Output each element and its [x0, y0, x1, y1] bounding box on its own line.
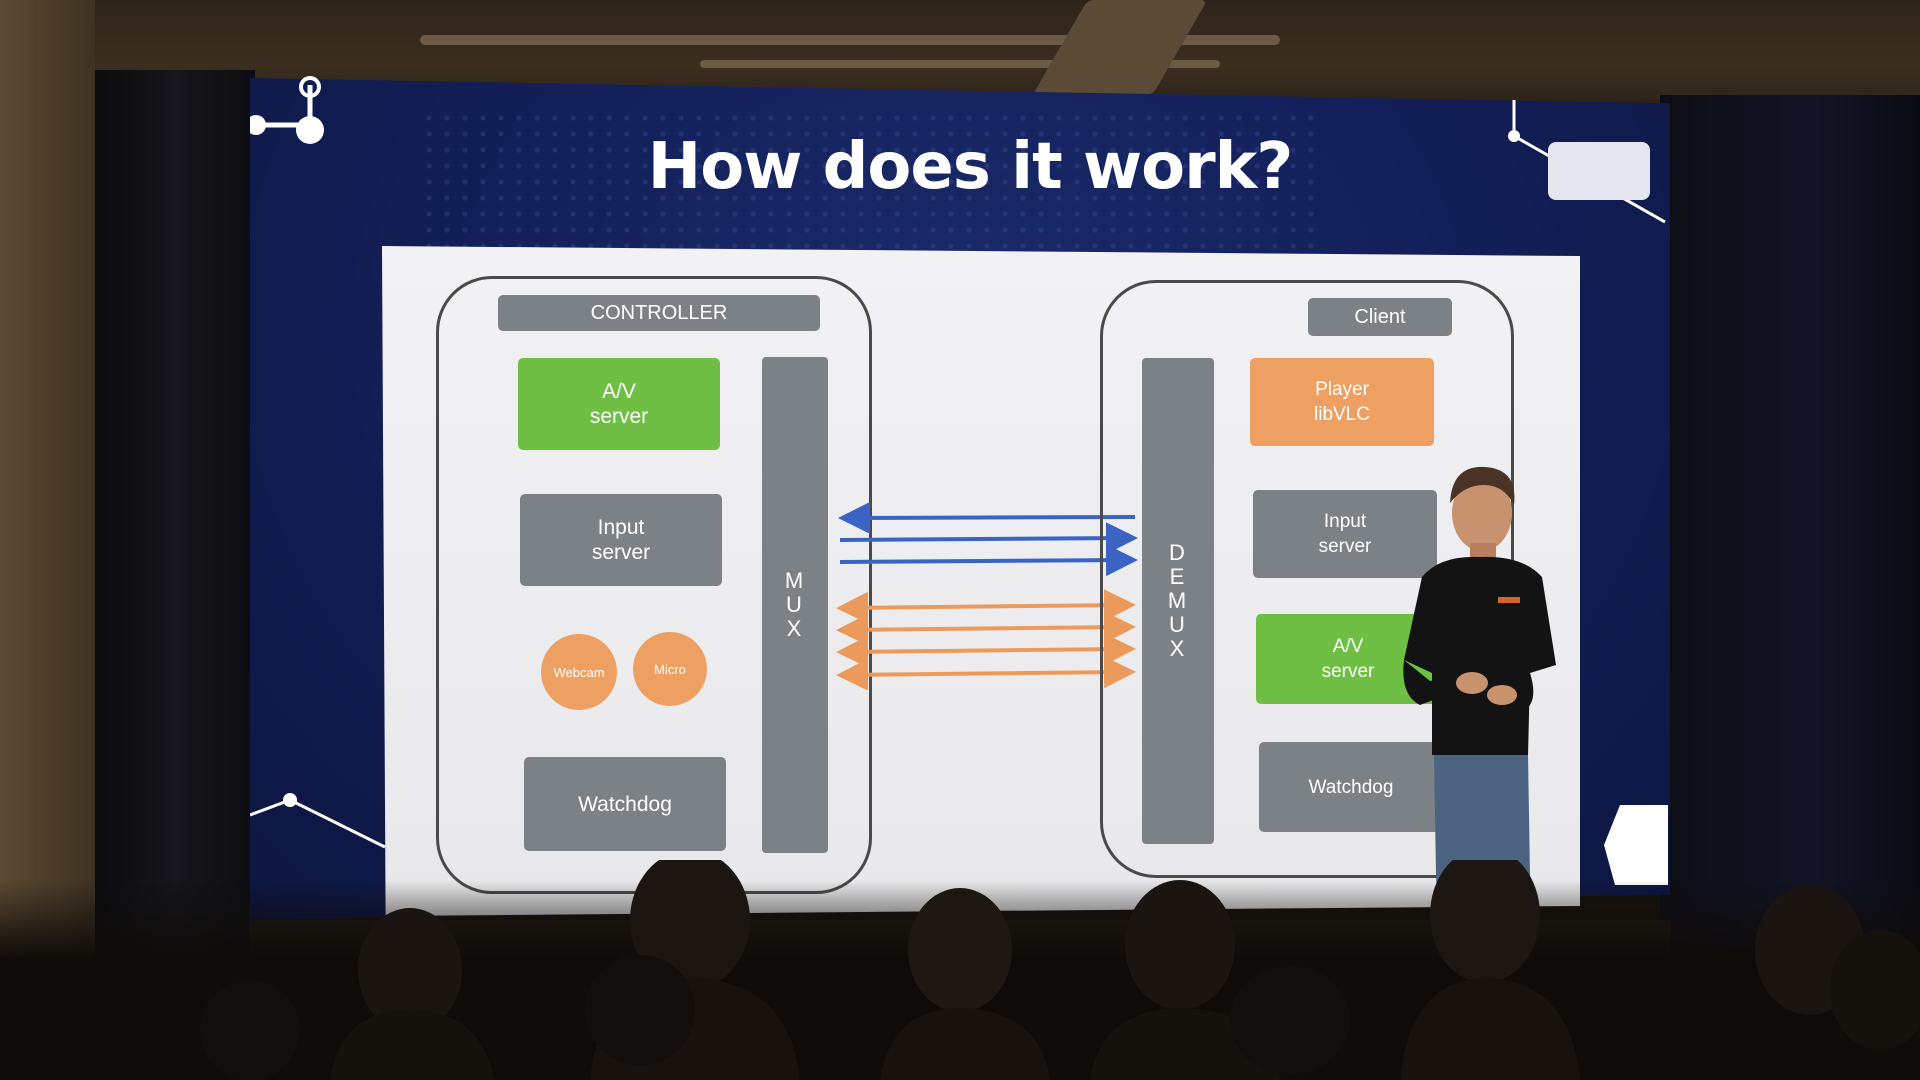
- client-player-label-2: libVLC: [1314, 404, 1370, 425]
- controller-av-server-label-1: A/V: [602, 380, 636, 403]
- blue-arrow-right: [839, 522, 1138, 555]
- webcam-label: Webcam: [553, 664, 605, 680]
- orange-arrow-bidirectional: [836, 611, 1136, 646]
- mux-label: MUX: [784, 568, 806, 641]
- client-watchdog-label: Watchdog: [1308, 776, 1394, 798]
- ceiling-beam: [1032, 0, 1208, 95]
- client-player-block: Player libVLC: [1250, 358, 1434, 446]
- orange-arrow-bidirectional: [836, 633, 1136, 668]
- ceiling-pipe: [700, 60, 1220, 68]
- controller-av-server-label-2: server: [589, 405, 649, 428]
- controller-av-server-block: A/V server: [518, 358, 720, 450]
- demux-bar: DEMUX: [1142, 358, 1214, 844]
- audience-silhouettes: [200, 860, 1920, 1080]
- network-line-decoration: [250, 793, 386, 849]
- client-av-server-label-2: server: [1321, 661, 1375, 682]
- client-input-server-label-2: server: [1318, 536, 1372, 557]
- controller-watchdog-label: Watchdog: [578, 792, 672, 816]
- webcam-circle: Webcam: [541, 634, 617, 710]
- controller-header-label: CONTROLLER: [590, 301, 728, 324]
- client-player-label-1: Player: [1315, 379, 1369, 400]
- mux-bar: MUX: [762, 357, 828, 853]
- orange-arrow-bidirectional: [836, 656, 1136, 690]
- controller-watchdog-block: Watchdog: [524, 757, 726, 851]
- client-input-server-label-1: Input: [1323, 511, 1367, 532]
- controller-header: CONTROLLER: [498, 295, 820, 331]
- orange-arrow-bidirectional: [836, 589, 1136, 624]
- controller-input-server-block: Input server: [520, 494, 722, 586]
- blue-arrow-right: [839, 544, 1138, 577]
- slide-title: How does it work?: [647, 130, 1294, 204]
- network-node-icon: [250, 76, 324, 144]
- controller-input-server-label-1: Input: [597, 516, 645, 539]
- client-av-server-label-1: A/V: [1332, 636, 1364, 657]
- hexagon-pattern: [420, 110, 1320, 250]
- client-input-server-block: Input server: [1253, 490, 1437, 578]
- demux-label: DEMUX: [1167, 540, 1189, 661]
- client-header-label: Client: [1354, 305, 1406, 328]
- hexagon-icon: [1604, 805, 1668, 885]
- ceiling-pipe: [420, 35, 1280, 45]
- data-flow-arrows: [836, 501, 1138, 690]
- blue-arrow-left: [838, 501, 1136, 534]
- client-watchdog-block: Watchdog: [1259, 742, 1443, 832]
- micro-label: Micro: [654, 661, 686, 677]
- controller-input-server-label-2: server: [591, 541, 651, 564]
- hexagon-icon: [1548, 142, 1650, 200]
- micro-circle: Micro: [633, 632, 707, 706]
- client-header: Client: [1308, 298, 1452, 336]
